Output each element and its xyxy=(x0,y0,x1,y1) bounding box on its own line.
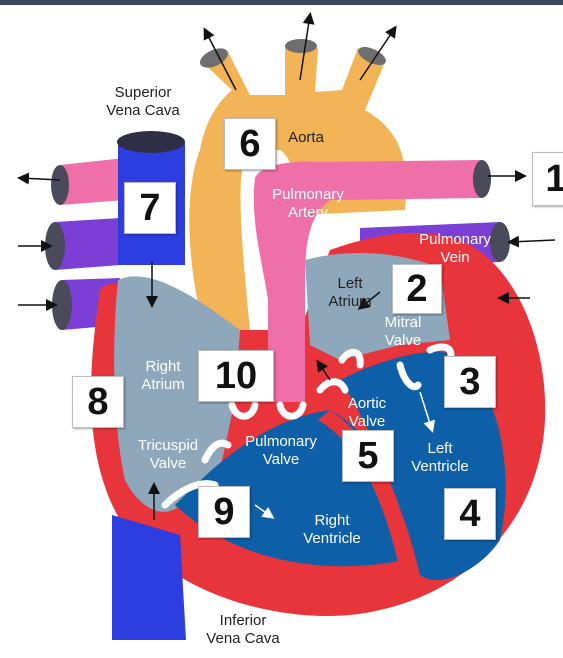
number-box-1: 1 xyxy=(532,152,563,206)
label-aortic-valve: Aortic Valve xyxy=(332,395,402,431)
number-box-4: 4 xyxy=(444,488,496,540)
label-superior-vena-cava: Superior Vena Cava xyxy=(88,84,198,120)
label-left-ventricle: Left Ventricle xyxy=(400,440,480,476)
label-pulmonary-valve: Pulmonary Valve xyxy=(226,433,336,469)
number-box-10: 10 xyxy=(198,350,274,402)
number-box-5: 5 xyxy=(342,430,394,482)
label-right-atrium: Right Atrium xyxy=(128,358,198,394)
label-right-ventricle: Right Ventricle xyxy=(282,512,382,548)
number-box-2: 2 xyxy=(392,264,442,314)
label-left-atrium: Left Atrium xyxy=(320,275,380,311)
right-pulmonary-artery xyxy=(60,158,125,205)
label-pulmonary-artery: Pulmonary Artery xyxy=(253,186,363,222)
number-box-9: 9 xyxy=(198,486,250,538)
label-pulmonary-vein: Pulmonary Vein xyxy=(400,231,510,267)
label-tricuspid-valve: Tricuspid Valve xyxy=(118,437,218,473)
number-box-3: 3 xyxy=(444,356,496,408)
number-box-8: 8 xyxy=(72,376,124,428)
number-box-7: 7 xyxy=(124,182,176,234)
label-mitral-valve: Mitral Valve xyxy=(368,314,438,350)
inferior-vena-cava-shape xyxy=(112,515,186,640)
label-inferior-vena-cava: Inferior Vena Cava xyxy=(188,612,298,648)
label-aorta: Aorta xyxy=(276,129,336,147)
number-box-6: 6 xyxy=(224,118,276,170)
